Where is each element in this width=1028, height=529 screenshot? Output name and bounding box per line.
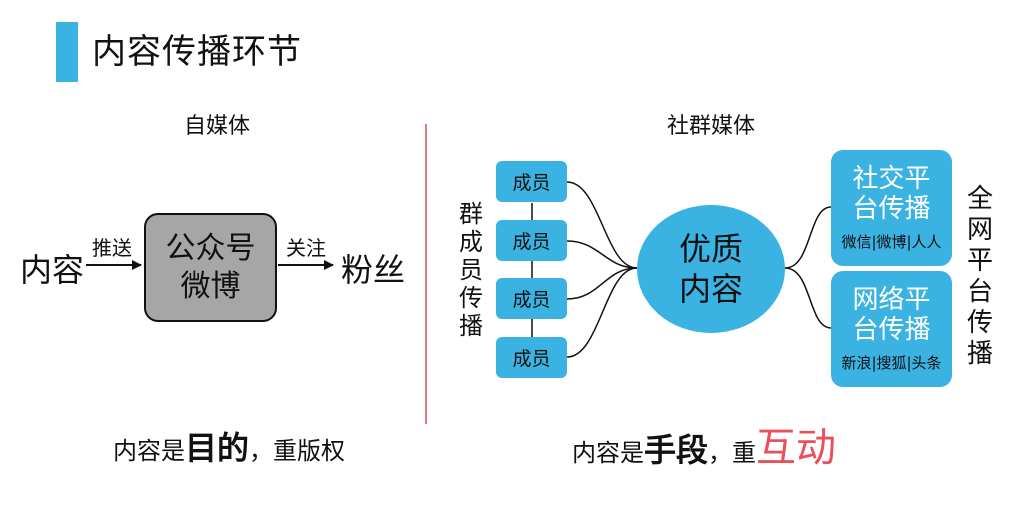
- box-line-2: 微博: [180, 268, 241, 304]
- push-label: 推送: [92, 236, 132, 260]
- left-caption-part-1: 内容是: [113, 437, 185, 465]
- member-2-connector: [566, 240, 638, 269]
- member-3-connector: [566, 267, 638, 300]
- member-1-connector: [566, 181, 638, 269]
- left-caption-part-3: ，重版权: [249, 437, 346, 465]
- quality-content-circle: 优质 内容: [637, 205, 785, 333]
- box-line-1: 公众号: [165, 230, 256, 266]
- network-platform-box: 网络平 台传播 新浪|搜狐|头条: [831, 271, 952, 387]
- network-platform-subtitle: 新浪|搜狐|头条: [841, 354, 942, 372]
- content-label: 内容: [20, 251, 85, 289]
- member-box-4: 成员: [496, 337, 567, 378]
- social-platform-connector: [784, 206, 832, 269]
- right-caption: 内容是手段，重互动: [572, 426, 836, 478]
- social-platform-title-2: 台传播: [852, 194, 931, 224]
- full-network-spread-label: 全网平台传播: [966, 184, 993, 369]
- social-platform-box: 社交平 台传播 微信|微博|人人: [831, 150, 952, 266]
- right-caption-emphasis: 手段: [644, 431, 709, 469]
- follow-label: 关注: [286, 236, 326, 260]
- page-title: 内容传播环节: [92, 32, 302, 72]
- title-accent-bar: [56, 22, 78, 82]
- member-4-connector: [566, 267, 638, 358]
- network-platform-title-2: 台传播: [852, 315, 931, 345]
- group-member-spread-label: 群成员传播: [459, 200, 483, 340]
- member-box-3: 成员: [496, 278, 567, 319]
- social-platform-title-1: 社交平: [852, 164, 931, 194]
- fans-label: 粉丝: [341, 251, 406, 289]
- right-caption-part-3: ，重: [708, 439, 757, 467]
- section-divider: [425, 124, 427, 424]
- right-section-heading: 社群媒体: [667, 114, 756, 139]
- network-platform-connector: [784, 267, 832, 329]
- network-platform-title-1: 网络平: [852, 285, 931, 315]
- social-platform-subtitle: 微信|微博|人人: [841, 233, 942, 251]
- official-account-weibo-box: 公众号 微博: [144, 213, 277, 322]
- left-section-heading: 自媒体: [184, 114, 251, 139]
- right-caption-part-1: 内容是: [572, 439, 644, 467]
- right-caption-highlight: 互动: [756, 425, 837, 471]
- member-box-1: 成员: [496, 161, 567, 202]
- left-caption-emphasis: 目的: [185, 429, 250, 467]
- core-line-1: 优质: [678, 230, 743, 268]
- core-line-2: 内容: [678, 270, 743, 308]
- left-caption: 内容是目的，重版权: [113, 426, 345, 476]
- member-box-2: 成员: [496, 220, 567, 261]
